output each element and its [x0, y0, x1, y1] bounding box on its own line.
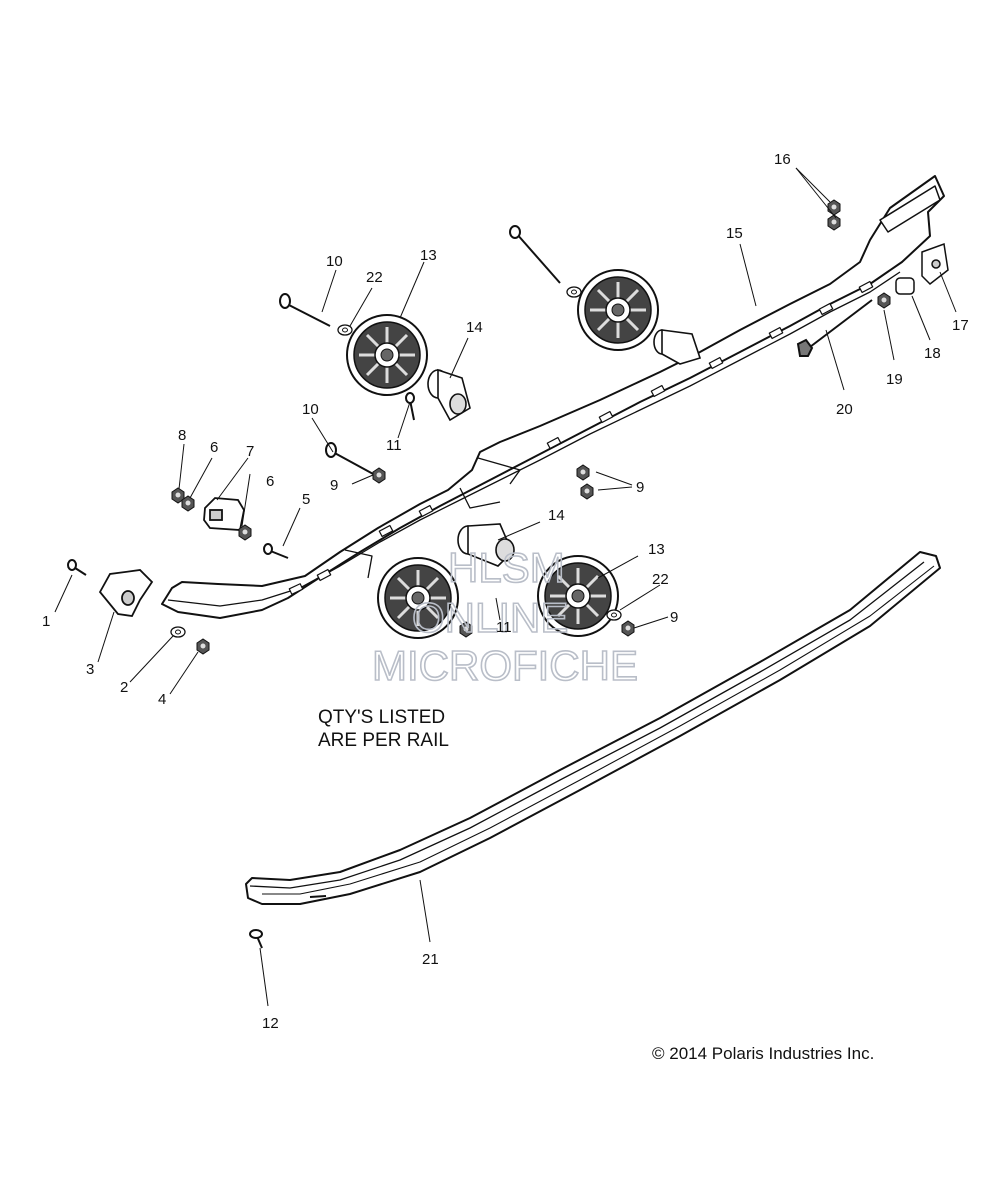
idler-mount-lower	[457, 523, 515, 567]
callouts: 1 2 3 4 5 6 6 7 8 9 9 9 10 10 11 11 12 1…	[42, 151, 969, 1032]
callout-6a: 6	[210, 439, 218, 456]
callout-12: 12	[262, 1015, 279, 1032]
callout-3: 3	[86, 661, 94, 678]
callout-9c: 9	[670, 609, 678, 626]
callout-4: 4	[158, 691, 166, 708]
callout-6b: 6	[266, 473, 274, 490]
callout-11b: 11	[496, 619, 512, 636]
callout-16: 16	[774, 151, 791, 168]
callout-10b: 10	[302, 401, 319, 418]
idler-wheel-upper-left	[345, 313, 429, 397]
callout-21: 21	[422, 951, 439, 968]
quantity-note-line2: ARE PER RAIL	[318, 730, 449, 751]
callout-11a: 11	[386, 437, 402, 454]
leader-lines	[54, 167, 957, 1007]
callout-9b: 9	[636, 479, 644, 496]
callout-18: 18	[924, 345, 941, 362]
callout-19: 19	[886, 371, 903, 388]
callout-1: 1	[42, 613, 50, 630]
copyright-text: © 2014 Polaris Industries Inc.	[652, 1044, 875, 1063]
callout-14a: 14	[466, 319, 483, 336]
callout-13b: 13	[648, 541, 665, 558]
idler-mount-upper	[427, 368, 471, 422]
spacer-18	[895, 277, 915, 295]
callout-9a: 9	[330, 477, 338, 494]
rail-cap-3	[98, 569, 154, 617]
watermark-line3: MICROFICHE	[372, 642, 638, 689]
callout-22a: 22	[366, 269, 383, 286]
slide-21	[245, 551, 941, 905]
callout-17: 17	[952, 317, 969, 334]
callout-2: 2	[120, 679, 128, 696]
callout-7: 7	[246, 443, 254, 460]
idler-mount-rear	[653, 329, 702, 365]
callout-15: 15	[726, 225, 743, 242]
callout-20: 20	[836, 401, 853, 418]
idler-wheel-upper-right	[576, 268, 660, 352]
callout-8: 8	[178, 427, 186, 444]
callout-14b: 14	[548, 507, 565, 524]
watermark: HLSM ONLINE MICROFICHE	[371, 543, 639, 690]
rail-upper	[161, 175, 945, 619]
watermark-line1: HLSM	[448, 544, 565, 591]
quantity-note: QTY'S LISTED ARE PER RAIL	[318, 706, 449, 752]
bumper-block-7	[203, 497, 245, 531]
watermark-line2: ONLINE	[412, 594, 568, 641]
callout-13a: 13	[420, 247, 437, 264]
callout-22b: 22	[652, 571, 669, 588]
bolts	[67, 225, 873, 949]
quantity-note-line1: QTY'S LISTED	[318, 707, 446, 728]
callout-10a: 10	[326, 253, 343, 270]
callout-5: 5	[302, 491, 310, 508]
bracket-17	[921, 242, 949, 285]
